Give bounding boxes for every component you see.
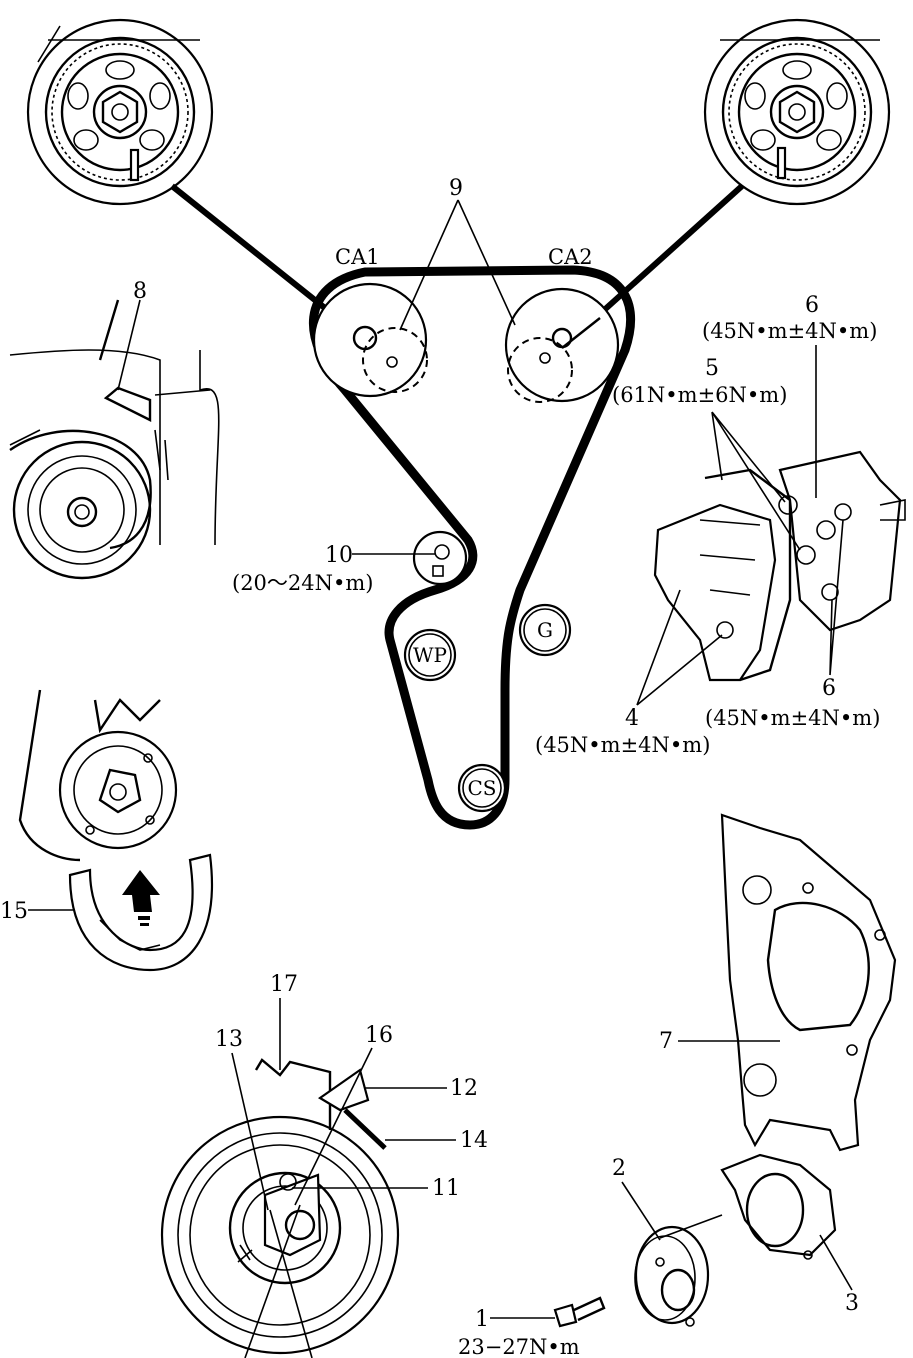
callout-2: 2: [612, 1156, 626, 1181]
callout-11: 11: [432, 1176, 460, 1201]
callout-9: 9: [449, 176, 463, 201]
tensioner-assembly: [653, 450, 906, 682]
pulley-cs: CS: [457, 763, 507, 813]
crank-sprocket-detail: [18, 689, 213, 972]
callout-7: 7: [659, 1029, 673, 1054]
callout-15: 15: [0, 899, 28, 924]
callout-12: 12: [450, 1076, 478, 1101]
tensioner-detail: [160, 1058, 400, 1358]
crank-pulley-assembly: [553, 1153, 837, 1328]
cam-sprocket-detail-left: [26, 18, 214, 206]
callout-3: 3: [845, 1291, 859, 1316]
torque-4: (45N•m±4N•m): [535, 733, 710, 757]
leader-6-bottom: [829, 519, 844, 676]
leader-4: [636, 589, 723, 706]
leader-5: [711, 411, 801, 551]
torque-6-top: (45N•m±4N•m): [702, 319, 877, 343]
callout-6-bottom: 6: [822, 676, 836, 701]
callout-4: 4: [625, 706, 639, 731]
timing-cover: [720, 813, 897, 1152]
callout-16: 16: [365, 1023, 393, 1048]
pulley-wp: WP: [403, 628, 457, 682]
pulley-g: G: [518, 603, 572, 657]
leader-16: [294, 1047, 373, 1206]
pulley-cs-label: CS: [467, 776, 496, 800]
pulley-wp-label: WP: [413, 643, 447, 667]
callout-6-top: 6: [805, 293, 819, 318]
pulley-g-label: G: [537, 618, 553, 642]
callout-17: 17: [270, 972, 298, 997]
torque-1: 23−27N•m: [458, 1335, 580, 1358]
callout-1: 1: [475, 1307, 489, 1332]
leader-13: [231, 1052, 269, 1211]
callout-14: 14: [460, 1128, 488, 1153]
callout-5: 5: [705, 356, 719, 381]
pulley-ca2-label: CA2: [548, 245, 593, 269]
torque-5: (61N•m±6N•m): [612, 383, 787, 407]
pulley-ca1: [312, 282, 428, 398]
leader-2: [621, 1181, 661, 1241]
leader-9: [399, 199, 516, 331]
callout-8: 8: [133, 279, 147, 304]
torque-10: (20～24N•m): [232, 571, 374, 595]
pulley-ca1-label: CA1: [335, 245, 380, 269]
callout-13: 13: [215, 1027, 243, 1052]
crank-mark-detail: [9, 299, 220, 580]
tensioner-pulley: [412, 530, 468, 586]
torque-6-bottom: (45N•m±4N•m): [705, 706, 880, 730]
callout-10: 10: [325, 543, 353, 568]
cam-sprocket-detail-right: [703, 18, 891, 206]
pulley-ca2: [504, 287, 620, 403]
leader-3: [819, 1234, 853, 1291]
